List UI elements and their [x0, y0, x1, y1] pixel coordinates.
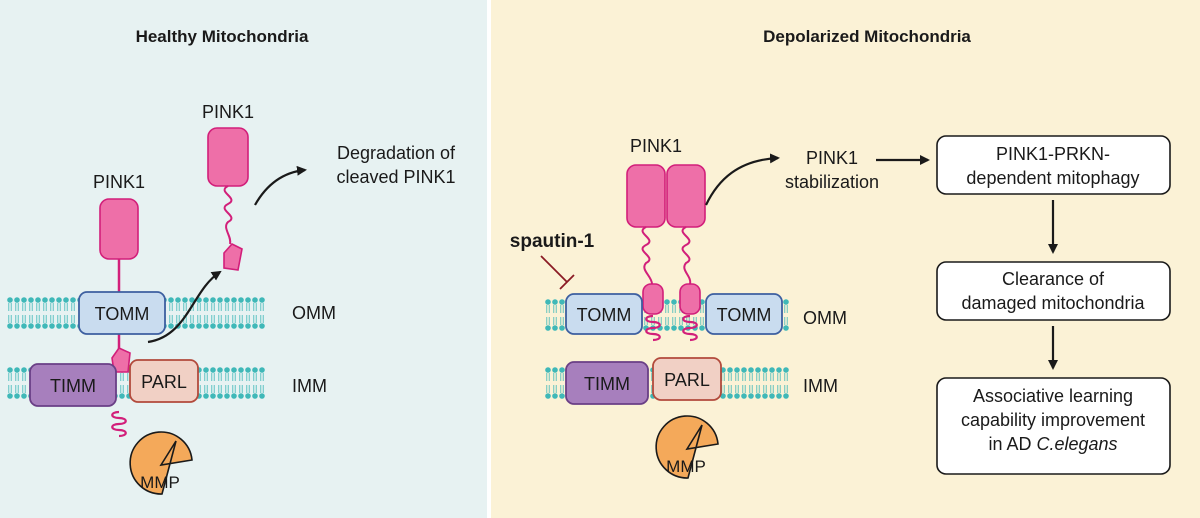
- pink1-mts-helix-b: [682, 314, 698, 342]
- cleaved-pink1-fragment: [223, 243, 243, 271]
- pink1-linker-a: [641, 226, 653, 285]
- omm-label-healthy: OMM: [292, 303, 336, 323]
- degradation-line1: Degradation of: [337, 143, 456, 163]
- pink1-mts-helix-a: [645, 314, 661, 342]
- degradation-arrow: [254, 165, 307, 206]
- learning-box: [936, 377, 1171, 475]
- healthy-panel: [0, 0, 487, 518]
- timm-complex-depolarized: [565, 361, 649, 405]
- pink1-kinase-domain-b: [666, 164, 706, 228]
- pink1-tm-segment-a: [642, 283, 664, 315]
- cleaved-pink1-kinase-domain: [207, 127, 249, 187]
- tomm-label-right: TOMM: [717, 305, 772, 325]
- mitophagy-box: [936, 135, 1171, 195]
- pink1-kinase-domain: [99, 198, 139, 260]
- mmp-protease-depolarized: [655, 415, 719, 479]
- pink1-label-healthy: PINK1: [93, 172, 145, 192]
- degradation-line2: cleaved PINK1: [336, 167, 455, 187]
- parl-label-healthy: PARL: [141, 372, 187, 392]
- pink1-mts-helix-healthy: [111, 410, 127, 438]
- mitophagy-line1: PINK1-PRKN-: [996, 144, 1110, 164]
- learning-line1: Associative learning: [973, 386, 1133, 406]
- cleaved-pink1-linker: [223, 185, 233, 245]
- parl-protease-healthy: [129, 359, 199, 403]
- clearance-line2: damaged mitochondria: [961, 293, 1145, 313]
- tomm-label-healthy: TOMM: [95, 304, 150, 324]
- timm-label-healthy: TIMM: [50, 376, 96, 396]
- pink1-label-cleaved: PINK1: [202, 102, 254, 122]
- clearance-box: [936, 261, 1171, 321]
- learning-line2: capability improvement: [961, 410, 1145, 430]
- healthy-title: Healthy Mitochondria: [136, 27, 309, 46]
- spautin-inhibition-line: [540, 255, 568, 283]
- tomm-label-left: TOMM: [577, 305, 632, 325]
- timm-label-depolarized: TIMM: [584, 374, 630, 394]
- clearance-line1: Clearance of: [1002, 269, 1105, 289]
- mitophagy-line2: dependent mitophagy: [966, 168, 1139, 188]
- pink1-kinase-domain-a: [626, 164, 666, 228]
- stabilization-line2: stabilization: [785, 172, 879, 192]
- omm-label-depolarized: OMM: [803, 308, 847, 328]
- mmp-label-healthy: MMP: [140, 473, 180, 492]
- pink1-linker-b: [681, 226, 692, 285]
- pink1-tm-segment-b: [679, 283, 701, 315]
- mmp-label-depolarized: MMP: [666, 457, 706, 476]
- cleavage-release-arrow: [147, 270, 222, 344]
- learning-line3: in AD C.elegans: [988, 434, 1117, 454]
- timm-complex-healthy: [29, 363, 117, 407]
- imm-label-healthy: IMM: [292, 376, 327, 396]
- mmp-protease-healthy: [129, 431, 193, 495]
- parl-label-depolarized: PARL: [664, 370, 710, 390]
- tomm-complex-left: [565, 293, 643, 335]
- learning-line3-species: C.elegans: [1036, 434, 1117, 454]
- spautin-inhibition-bar: [559, 274, 575, 290]
- spautin-1-label: spautin-1: [510, 231, 595, 252]
- learning-line3-prefix: in AD: [988, 434, 1036, 454]
- imm-label-depolarized: IMM: [803, 376, 838, 396]
- pink1-label-depolarized: PINK1: [630, 136, 682, 156]
- tomm-complex-healthy: [78, 291, 166, 335]
- parl-protease-depolarized: [652, 357, 722, 401]
- depolarized-title: Depolarized Mitochondria: [763, 27, 971, 46]
- stabilization-arrow: [705, 153, 780, 206]
- tomm-complex-right: [705, 293, 783, 335]
- stabilization-line1: PINK1: [806, 148, 858, 168]
- panel-divider: [487, 0, 491, 518]
